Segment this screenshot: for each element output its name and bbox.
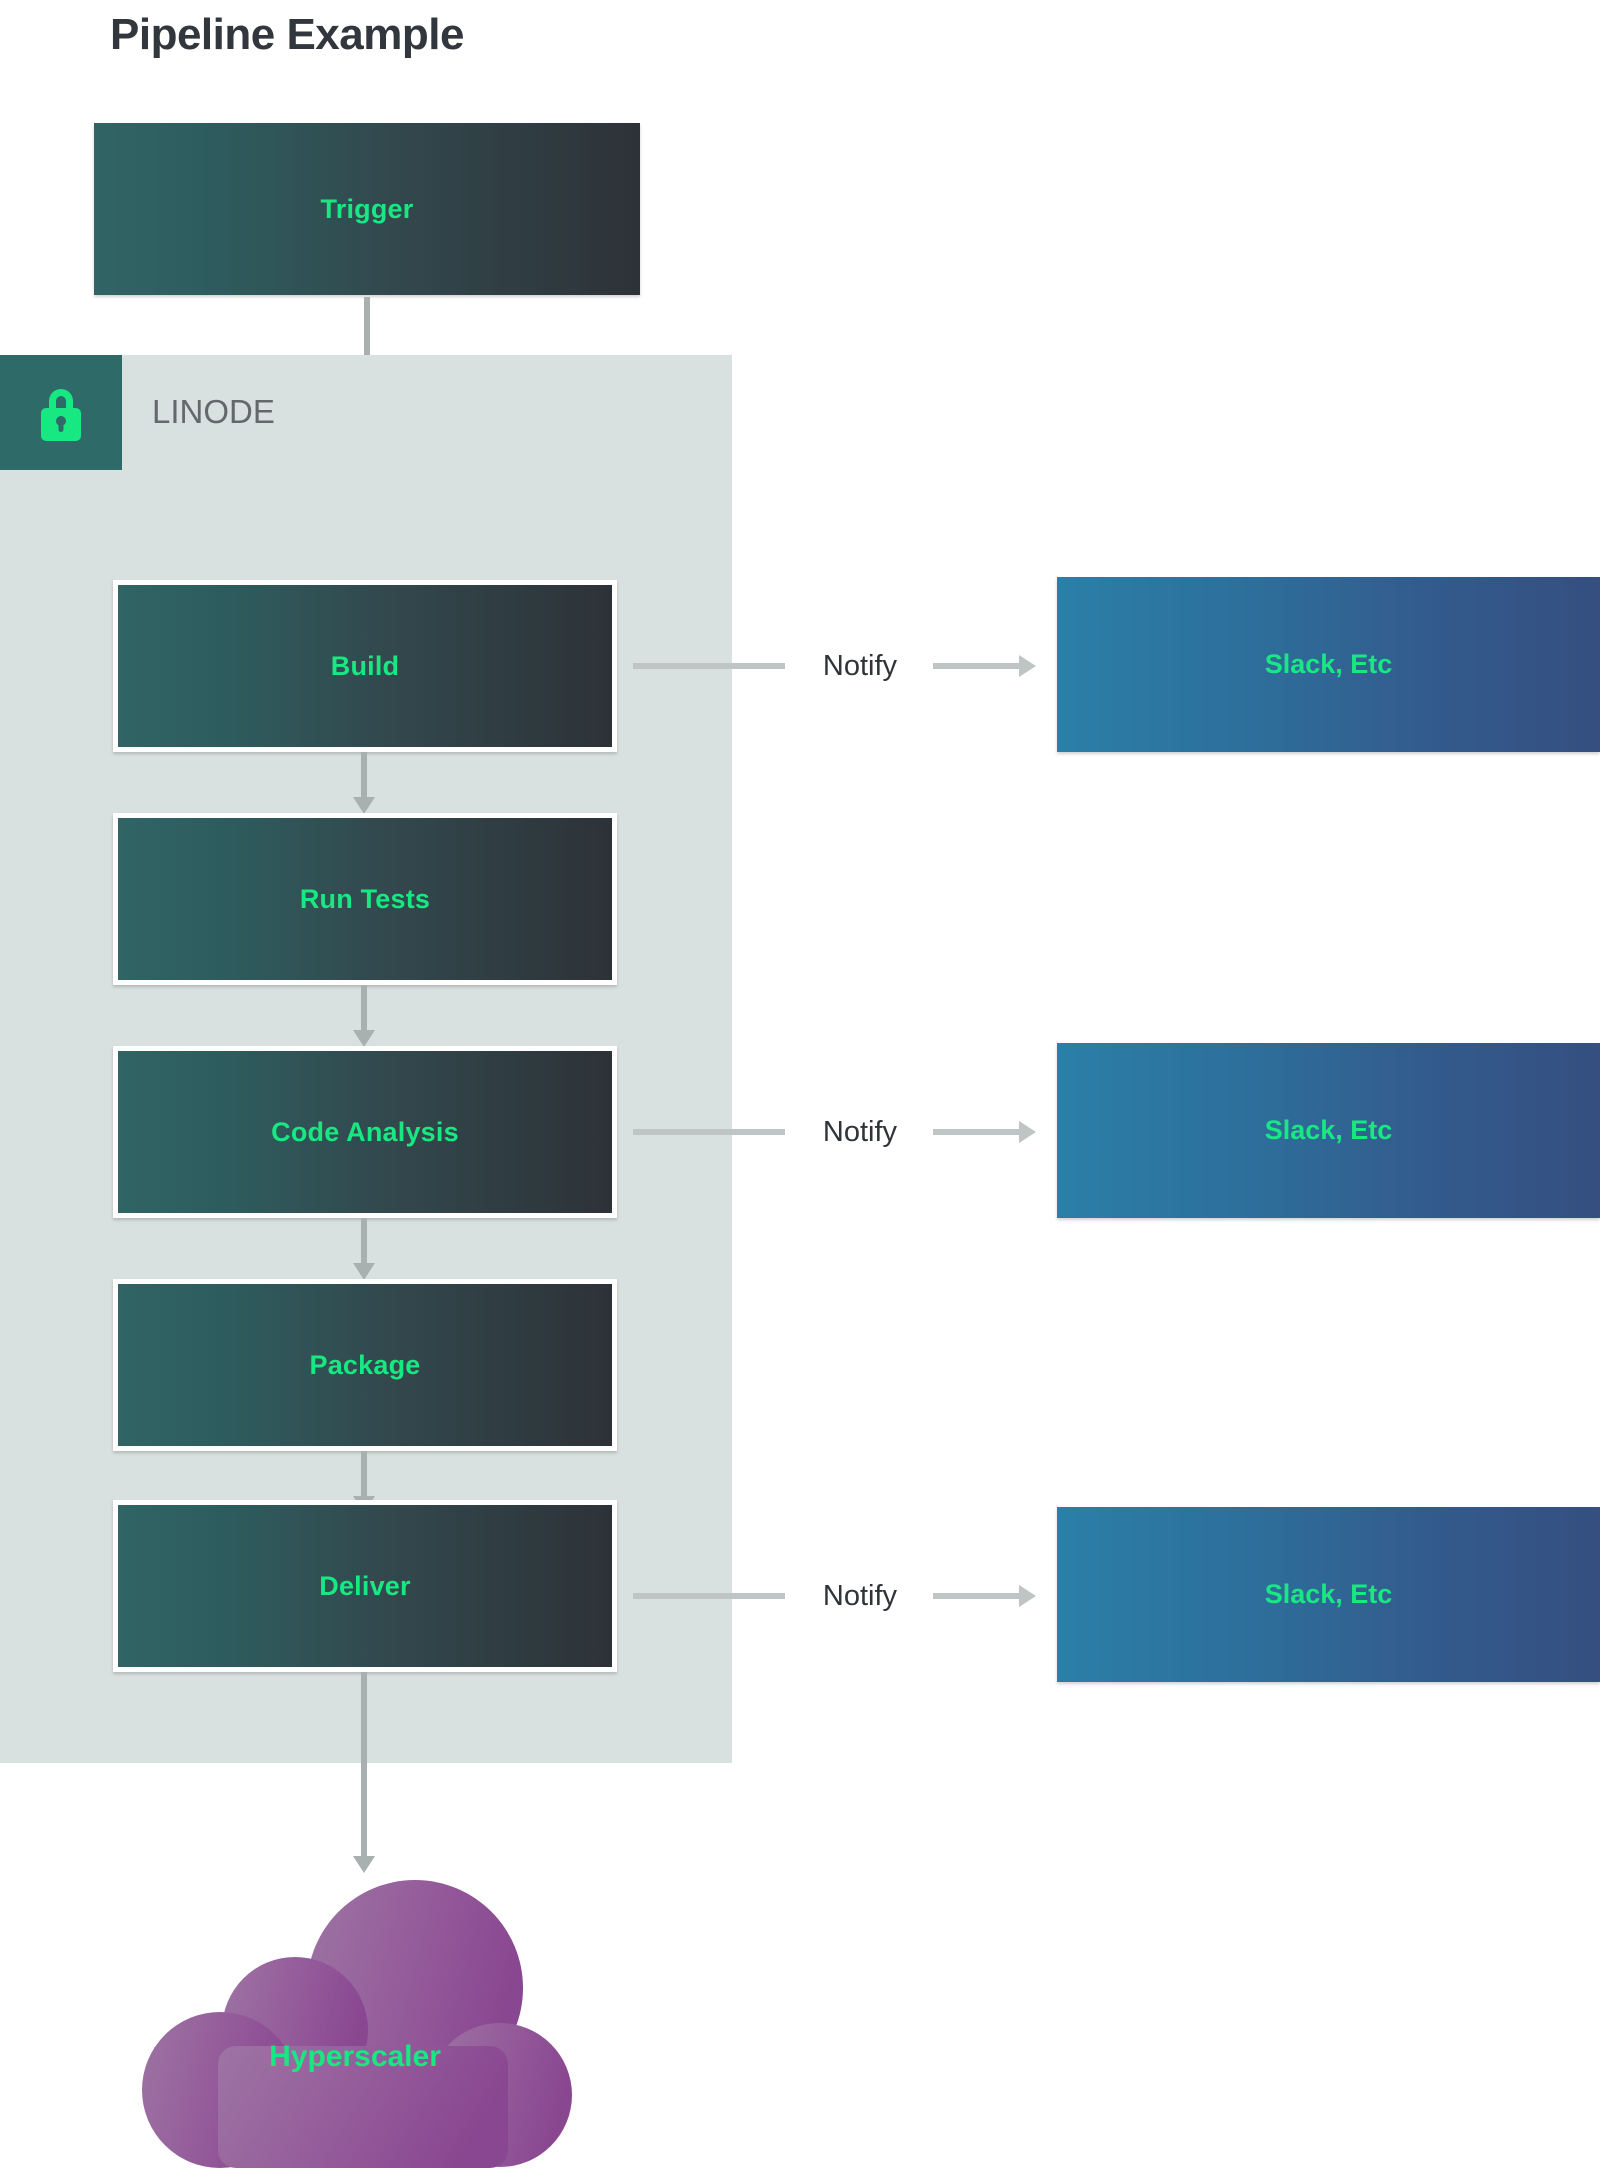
node-hyperscaler[interactable]: Hyperscaler [130,1870,580,2170]
node-slack-2[interactable]: Slack, Etc [1057,1043,1600,1218]
node-package-label: Package [309,1349,421,1380]
connector-build-to-run-tests-arrowhead [353,797,375,814]
notify-edge-1-left-segment [633,663,785,669]
node-trigger-label: Trigger [320,193,414,224]
node-run-tests-label: Run Tests [299,883,431,914]
notify-edge-1-arrowhead [1019,655,1036,677]
group-linode-label: LINODE [152,393,275,430]
notify-edge-2-left-segment [633,1129,785,1135]
notify-edge-2-right-segment [933,1129,1021,1135]
node-deliver[interactable]: Deliver [113,1500,617,1672]
notify-edge-1-right-segment [933,663,1021,669]
notify-edge-3-right-segment [933,1593,1021,1599]
node-build-label: Build [330,650,400,681]
connector-code-analysis-to-package [361,1218,367,1271]
connector-deliver-to-hyperscaler [361,1672,367,1864]
lock-icon [0,355,122,470]
node-package[interactable]: Package [113,1279,617,1451]
notify-edge-3-arrowhead [1019,1585,1036,1607]
node-deliver-label: Deliver [319,1570,411,1601]
node-slack-3-label: Slack, Etc [1264,1579,1393,1609]
notify-edge-3-label: Notify [822,1580,898,1612]
node-slack-1[interactable]: Slack, Etc [1057,577,1600,752]
node-hyperscaler-label: Hyperscaler [269,2040,441,2073]
notify-edge-1-label: Notify [822,650,898,682]
notify-edge-2-arrowhead [1019,1121,1036,1143]
connector-run-tests-to-code-analysis [361,985,367,1038]
node-code-analysis-label: Code Analysis [271,1116,459,1147]
node-slack-1-label: Slack, Etc [1264,649,1393,679]
notify-edge-3-left-segment [633,1593,785,1599]
node-slack-3[interactable]: Slack, Etc [1057,1507,1600,1682]
node-code-analysis[interactable]: Code Analysis [113,1046,617,1218]
cloud-shape [142,1880,572,2168]
connector-deliver-to-hyperscaler-arrowhead [353,1856,375,1873]
page-title: Pipeline Example [110,10,464,59]
connector-package-to-deliver [361,1451,367,1504]
notify-edge-2-label: Notify [822,1116,898,1148]
connector-code-analysis-to-package-arrowhead [353,1263,375,1280]
node-slack-2-label: Slack, Etc [1264,1115,1393,1145]
node-trigger[interactable]: Trigger [94,123,640,295]
connector-run-tests-to-code-analysis-arrowhead [353,1030,375,1047]
node-build[interactable]: Build [113,580,617,752]
connector-build-to-run-tests [361,752,367,805]
node-run-tests[interactable]: Run Tests [113,813,617,985]
